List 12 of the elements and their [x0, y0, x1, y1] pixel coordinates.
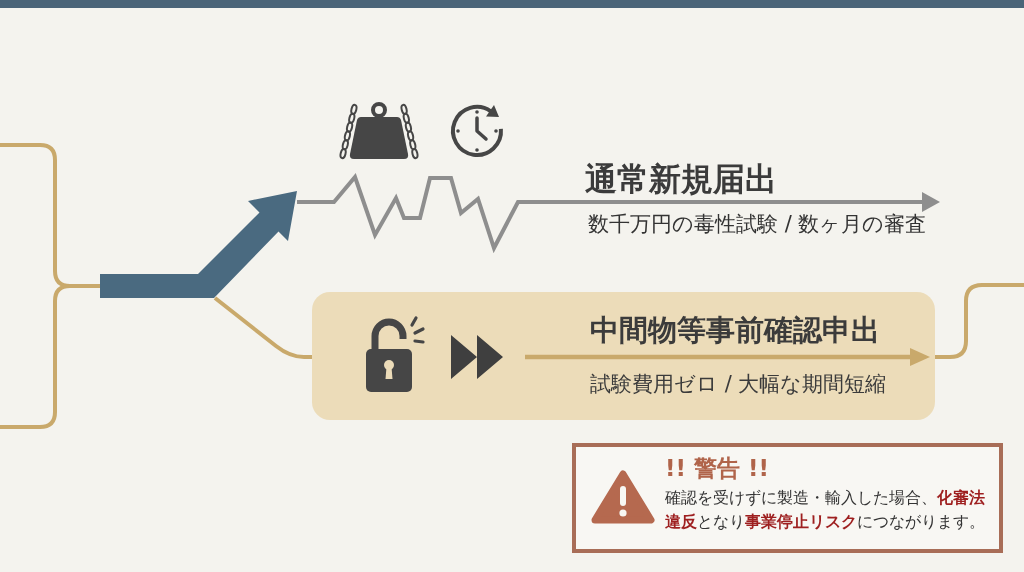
route-heading: 通常新規届出 — [585, 160, 777, 199]
warning-text: 確認を受けずに製造・輸入した場合、化審法違反となり事業停止リスクにつながります。 — [665, 487, 986, 533]
arrow — [297, 173, 940, 254]
block-arrow — [100, 190, 297, 298]
rounded-panel — [312, 292, 935, 420]
route-text: 数千万円の毒性試験 / 数ヶ月の審査 — [588, 212, 927, 238]
warning-box — [572, 443, 1003, 553]
connector-line — [213, 296, 312, 359]
connector-line — [935, 283, 1024, 359]
panel-text: 試験費用ゼロ / 大幅な期間短縮 — [590, 372, 887, 398]
panel-heading: 中間物等事前確認申出 — [590, 313, 880, 348]
warning-title: !! 警告 !! — [665, 455, 769, 483]
